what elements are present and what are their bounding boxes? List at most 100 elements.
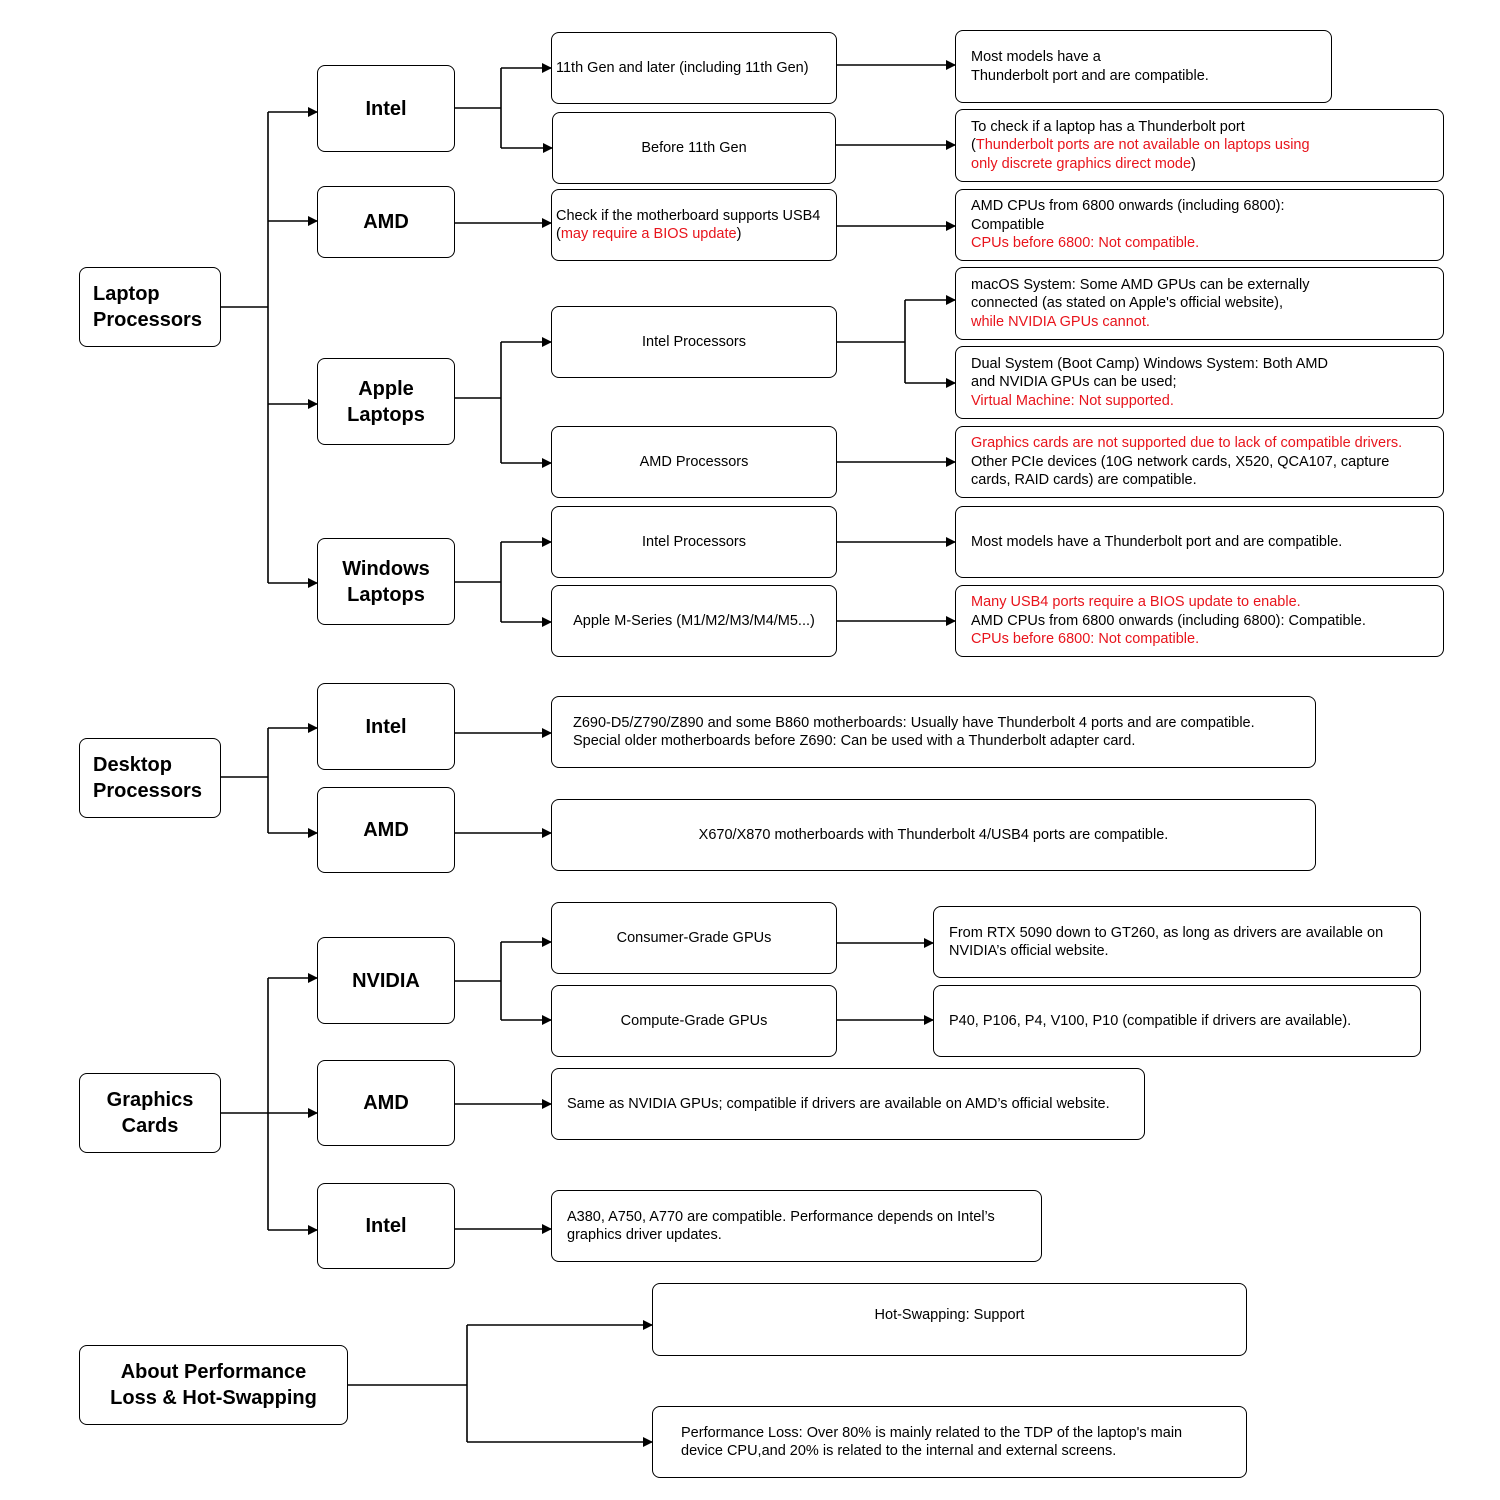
detail-line: To check if a laptop has a Thunderbolt p… [971, 118, 1245, 135]
node-label: AMD [363, 1092, 409, 1114]
node-label: About Performance [120, 1361, 307, 1383]
nvidia-consumer-node: Consumer-Grade GPUs [551, 902, 837, 974]
detail-line: (Thunderbolt ports are not available on … [971, 136, 1310, 155]
performance-loss-detail: Performance Loss: Over 80% is mainly rel… [652, 1406, 1247, 1478]
node-label: NVIDIA [352, 969, 420, 992]
warning-text: Virtual Machine: Not supported. [971, 392, 1174, 409]
amd-laptop-detail: AMD CPUs from 6800 onwards (including 68… [955, 189, 1444, 261]
node-label: AMD Processors [639, 453, 749, 470]
detail-line: cards, RAID cards) are compatible. [971, 472, 1197, 489]
node-label: AMD [363, 819, 409, 841]
detail-line: NVIDIA’s official website. [949, 943, 1109, 959]
laptop-intel-node: Intel [317, 65, 455, 152]
node-label: Desktop [93, 754, 172, 776]
detail-line: Other PCIe devices (10G network cards, X… [971, 453, 1390, 470]
detail-line: X670/X870 motherboards with Thunderbolt … [698, 826, 1169, 843]
node-label: Intel [365, 715, 407, 738]
warning-text: may require a BIOS update [560, 226, 737, 242]
nvidia-compute-detail: P40, P106, P4, V100, P10 (compatible if … [933, 985, 1421, 1057]
desktop-intel-node: Intel [317, 683, 455, 770]
nvidia-consumer-detail: From RTX 5090 down to GT260, as long as … [933, 906, 1421, 978]
nvidia-compute-node: Compute-Grade GPUs [551, 985, 837, 1057]
node-label: Consumer-Grade GPUs [616, 929, 772, 946]
node-label: Processors [93, 780, 202, 802]
detail-line: AMD CPUs from 6800 onwards (including 68… [971, 198, 1285, 215]
warning-text: Thunderbolt ports are not available on l… [975, 137, 1310, 154]
gpu-nvidia-node: NVIDIA [317, 937, 455, 1024]
laptop-processors-node: Laptop Processors [79, 267, 221, 347]
apple-amd-detail: Graphics cards are not supported due to … [955, 426, 1444, 498]
warning-text: while NVIDIA GPUs cannot. [971, 313, 1150, 330]
intel-11th-gen-detail: Most models have a Thunderbolt port and … [955, 30, 1332, 103]
node-label: AMD [363, 211, 409, 233]
detail-line: Performance Loss: Over 80% is mainly rel… [681, 1424, 1183, 1441]
gpu-intel-detail: A380, A750, A770 are compatible. Perform… [551, 1190, 1042, 1262]
gpu-amd-detail: Same as NVIDIA GPUs; compatible if drive… [551, 1068, 1145, 1140]
node-label: Processors [93, 309, 202, 331]
intel-before-11th-detail: To check if a laptop has a Thunderbolt p… [955, 109, 1444, 182]
windows-laptops-node: Windows Laptops [317, 538, 455, 625]
windows-apple-m-series-node: Apple M-Series (M1/M2/M3/M4/M5...) [551, 585, 837, 657]
node-label: Intel Processors [642, 533, 746, 550]
warning-text: CPUs before 6800: Not compatible. [971, 235, 1200, 252]
node-label: Apple M-Series (M1/M2/M3/M4/M5...) [573, 612, 815, 629]
node-label: Intel [365, 97, 407, 120]
detail-line: Thunderbolt port and are compatible. [971, 67, 1209, 84]
node-text: ( [556, 226, 561, 242]
desktop-processors-node: Desktop Processors [79, 738, 221, 818]
intel-11th-gen-node: 11th Gen and later (including 11th Gen) [551, 32, 837, 104]
detail-line: A380, A750, A770 are compatible. Perform… [567, 1208, 995, 1225]
node-label: Cards [121, 1115, 179, 1137]
node-label: Windows [342, 557, 430, 580]
gpu-intel-node: Intel [317, 1183, 455, 1269]
node-label: Loss & Hot-Swapping [110, 1387, 317, 1409]
detail-line: Compatible [971, 216, 1045, 233]
detail-text: ) [1191, 155, 1196, 172]
node-label: 11th Gen and later (including 11th Gen) [556, 59, 809, 76]
performance-hotswap-node: About Performance Loss & Hot-Swapping [79, 1345, 348, 1425]
detail-line: graphics driver updates. [567, 1227, 722, 1243]
detail-line: Dual System (Boot Camp) Windows System: … [971, 355, 1328, 372]
detail-line: Z690-D5/Z790/Z890 and some B860 motherbo… [573, 714, 1255, 731]
windows-intel-processors-node: Intel Processors [551, 506, 837, 578]
node-text: ) [736, 226, 742, 242]
detail-line: AMD CPUs from 6800 onwards (including 68… [971, 612, 1366, 629]
windows-intel-detail: Most models have a Thunderbolt port and … [955, 506, 1444, 578]
node-label: Laptops [347, 583, 425, 606]
gpu-amd-node: AMD [317, 1060, 455, 1146]
node-label: Before 11th Gen [641, 139, 747, 156]
detail-line: Hot-Swapping: Support [874, 1307, 1025, 1323]
detail-line: Most models have a [971, 49, 1101, 65]
graphics-cards-node: Graphics Cards [79, 1073, 221, 1153]
warning-text: only discrete graphics direct mode [971, 155, 1192, 172]
node-label: Laptop [93, 283, 160, 305]
detail-line: device CPU,and 20% is related to the int… [681, 1443, 1117, 1459]
detail-line: macOS System: Some AMD GPUs can be exter… [971, 276, 1310, 293]
detail-line: P40, P106, P4, V100, P10 (compatible if … [949, 1012, 1352, 1029]
detail-line: and NVIDIA GPUs can be used; [971, 374, 1177, 391]
amd-usb4-check-node: Check if the motherboard supports USB4 (… [551, 189, 837, 261]
desktop-amd-detail: X670/X870 motherboards with Thunderbolt … [551, 799, 1316, 871]
detail-line: From RTX 5090 down to GT260, as long as … [949, 924, 1384, 941]
detail-line: Most models have a Thunderbolt port and … [971, 533, 1343, 550]
warning-text: CPUs before 6800: Not compatible. [971, 631, 1200, 648]
detail-line: connected (as stated on Apple's official… [971, 295, 1284, 312]
node-label: Apple [358, 377, 414, 400]
node-label: Graphics [106, 1089, 194, 1111]
desktop-intel-detail: Z690-D5/Z790/Z890 and some B860 motherbo… [551, 696, 1316, 768]
detail-line: Same as NVIDIA GPUs; compatible if drive… [567, 1095, 1110, 1112]
apple-macos-detail: macOS System: Some AMD GPUs can be exter… [955, 267, 1444, 340]
apple-laptops-node: Apple Laptops [317, 358, 455, 445]
apple-intel-processors-node: Intel Processors [551, 306, 837, 378]
apple-amd-processors-node: AMD Processors [551, 426, 837, 498]
node-label: Intel Processors [642, 333, 746, 350]
node-label: Laptops [347, 403, 425, 426]
windows-apple-m-detail: Many USB4 ports require a BIOS update to… [955, 585, 1444, 657]
desktop-amd-node: AMD [317, 787, 455, 873]
detail-line: only discrete graphics direct mode) [971, 155, 1196, 174]
intel-before-11th-node: Before 11th Gen [552, 112, 836, 184]
laptop-amd-node: AMD [317, 186, 455, 258]
hotswap-detail: Hot-Swapping: Support [652, 1283, 1247, 1356]
apple-bootcamp-detail: Dual System (Boot Camp) Windows System: … [955, 346, 1444, 419]
